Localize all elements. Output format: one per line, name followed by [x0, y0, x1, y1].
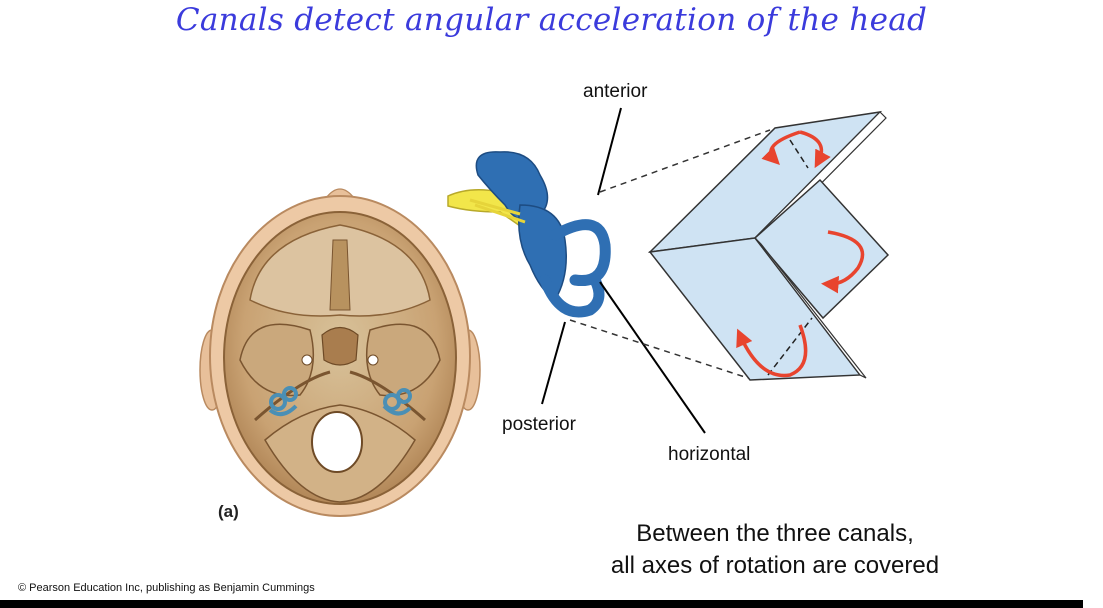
- crista-galli: [329, 239, 351, 311]
- copyright-icon: ©: [18, 582, 27, 594]
- projection-lines: [569, 129, 771, 379]
- bottom-bar: [0, 600, 1083, 608]
- caption-line-1: Between the three canals,: [636, 520, 914, 547]
- projection-top: [599, 129, 771, 193]
- posterior-leader: [541, 321, 566, 405]
- horizontal-label: horizontal: [668, 444, 751, 465]
- sella-turcica: [321, 326, 359, 366]
- right-inner-ear: [382, 388, 412, 416]
- anterior-label: anterior: [583, 81, 648, 102]
- horizontal-leader: [599, 281, 706, 434]
- nerve-fibers: [469, 198, 526, 224]
- axis-anterior: [789, 139, 809, 169]
- plane-posterior-edge: [754, 237, 867, 379]
- foramen-left: [301, 354, 313, 366]
- semicircular-canals: [447, 151, 611, 318]
- posterior-label: posterior: [502, 414, 576, 435]
- skull-illustration: [199, 188, 481, 517]
- left-inner-ear: [268, 386, 298, 417]
- right-petrous-ridge: [349, 370, 426, 422]
- projection-bottom: [569, 319, 749, 379]
- copyright-text: Pearson Education Inc, publishing as Ben…: [29, 582, 315, 594]
- foramen-magnum: [311, 411, 363, 473]
- rotation-arrow-anterior-1: [761, 130, 801, 165]
- rotation-arrow-anterior-2: [799, 130, 831, 169]
- anterior-leader: [597, 107, 622, 196]
- caption-line-2: all axes of rotation are covered: [610, 552, 940, 579]
- posterior-canal: [539, 274, 605, 318]
- copyright-notice: © Pearson Education Inc, publishing as B…: [18, 582, 315, 594]
- anterior-canal: [475, 151, 549, 222]
- orthogonal-planes: [647, 110, 890, 381]
- rotation-arrow-horizontal: [821, 230, 865, 294]
- left-petrous-ridge: [254, 370, 331, 422]
- panel-label: (a): [218, 502, 239, 521]
- left-middle-fossa: [239, 323, 315, 397]
- plane-horizontal: [753, 178, 890, 320]
- caption: Between the three canals, all axes of ro…: [560, 518, 990, 582]
- slide-title: Canals detect angular acceleration of th…: [175, 2, 928, 38]
- rotation-arrow-posterior: [736, 324, 808, 378]
- right-middle-fossa: [365, 323, 441, 397]
- label-leaders: [541, 107, 706, 434]
- axis-posterior: [767, 317, 813, 376]
- foramen-right: [367, 354, 379, 366]
